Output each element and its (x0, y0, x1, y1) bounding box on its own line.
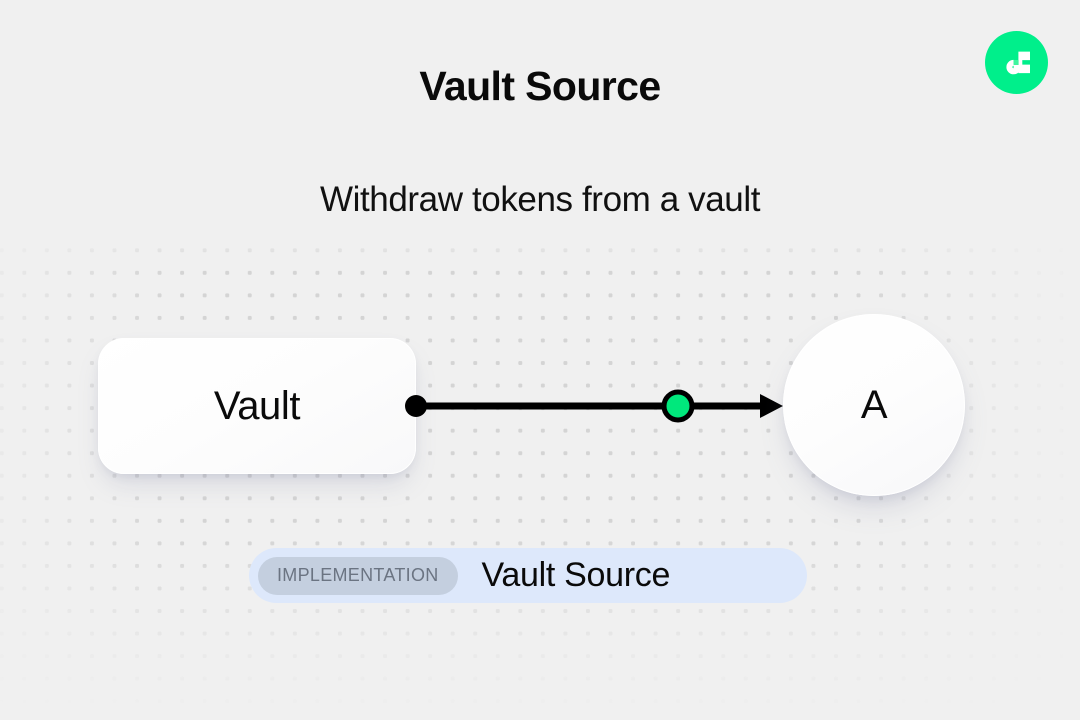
connector-arrowhead (760, 394, 783, 418)
node-vault-label: Vault (213, 383, 301, 428)
page-title: Vault Source (419, 63, 661, 109)
implementation-banner: IMPLEMENTATION Vault Source (249, 548, 807, 603)
implementation-kind-pill: IMPLEMENTATION (258, 556, 458, 595)
vault-source-marker[interactable] (661, 389, 695, 423)
page-subtitle: Withdraw tokens from a vault (319, 180, 761, 219)
implementation-name: Vault Source (481, 556, 671, 594)
node-vault[interactable]: Vault (98, 338, 416, 474)
node-a[interactable]: A (783, 314, 965, 496)
node-a-label: A (860, 382, 888, 427)
flow-logo-icon (985, 31, 1048, 94)
implementation-kind-label: IMPLEMENTATION (277, 565, 439, 585)
